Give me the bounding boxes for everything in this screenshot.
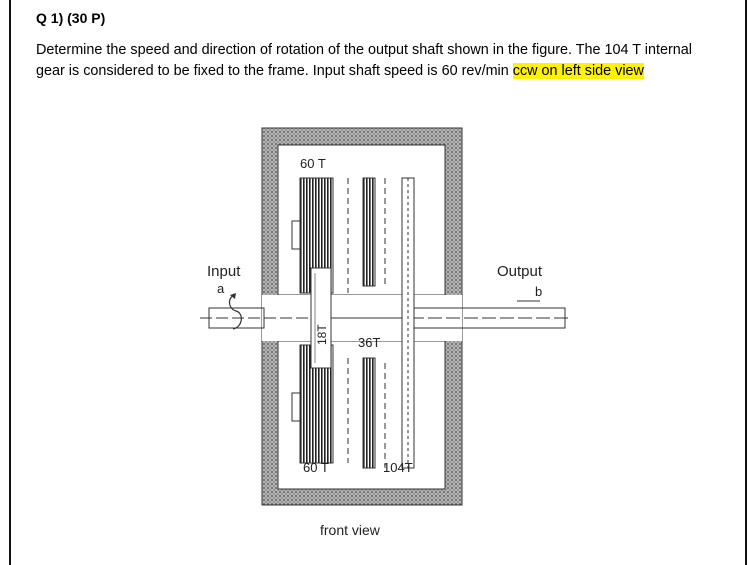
- sun-gear-18t: [310, 267, 332, 369]
- output-point-label: b: [535, 284, 542, 299]
- question-title: Q 1) (30 P): [36, 10, 106, 26]
- carrier-arm: [401, 177, 415, 469]
- question-text-highlight: ccw on left side view: [512, 63, 644, 79]
- question-text-main: Determine the speed and direction of rot…: [36, 42, 692, 79]
- internal-gear-label: 104T: [383, 460, 413, 475]
- gear-train-drawing: Input a Output b 60 T 60 T 18T 36T 104T …: [200, 127, 570, 538]
- sun-gear-label: 18T: [315, 324, 329, 345]
- housing-frame: [261, 127, 463, 506]
- figure-caption: front view: [320, 522, 381, 538]
- middle-gear-label: 36T: [358, 335, 380, 350]
- question-text: Determine the speed and direction of rot…: [36, 40, 704, 82]
- gear-train-figure: Input a Output b 60 T 60 T 18T 36T 104T …: [195, 123, 575, 543]
- input-label: Input: [207, 263, 241, 280]
- output-label: Output: [497, 263, 543, 280]
- input-shaft: [200, 293, 310, 330]
- top-planet-label: 60 T: [300, 156, 326, 171]
- right-border-line: [745, 0, 747, 565]
- bottom-planet-label: 60 T: [303, 460, 329, 475]
- left-border-line: [9, 0, 11, 565]
- input-point-label: a: [217, 281, 225, 296]
